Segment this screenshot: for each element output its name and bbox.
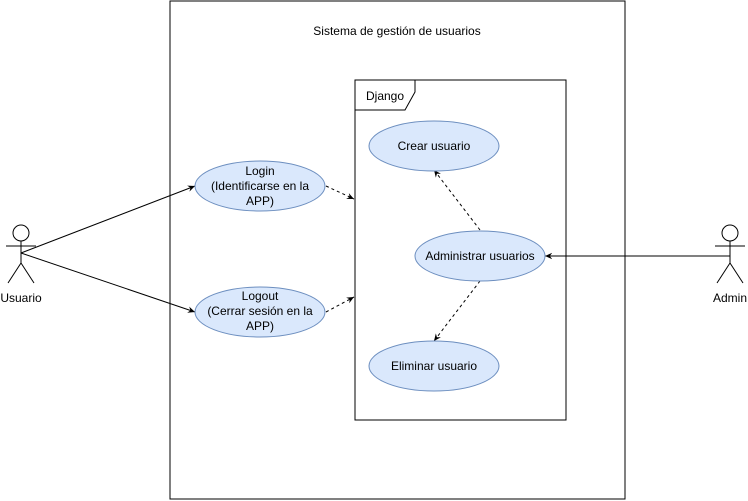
dependency-logout-django [325, 296, 355, 313]
dependency-administrar-crear [433, 169, 481, 231]
actor-admin-label: Admin [713, 291, 747, 305]
actor-usuario-label: Usuario [0, 291, 42, 305]
use-case-login-line1: Login [245, 164, 274, 178]
use-case-logout[interactable]: Logout (Cerrar sesión en la APP) [194, 286, 326, 338]
actor-admin[interactable] [715, 224, 745, 284]
system-title: Sistema de gestión de usuarios [313, 24, 480, 38]
association-usuario-login [20, 185, 196, 254]
use-case-login-line3: APP) [246, 194, 274, 208]
django-package-tab [355, 79, 416, 111]
dependency-administrar-eliminar [433, 280, 481, 342]
use-case-crear-usuario-label: Crear usuario [398, 139, 471, 153]
use-case-administrar-usuarios-label: Administrar usuarios [425, 249, 534, 263]
use-case-crear-usuario[interactable]: Crear usuario [368, 120, 500, 172]
association-usuario-logout [20, 252, 196, 313]
use-case-eliminar-usuario[interactable]: Eliminar usuario [368, 340, 500, 392]
use-case-logout-line1: Logout [242, 289, 279, 303]
use-case-login-line2: (Identificarse en la [211, 179, 309, 193]
use-case-logout-line2: (Cerrar sesión en la [207, 304, 313, 318]
django-package-label: Django [366, 89, 404, 103]
use-case-administrar-usuarios[interactable]: Administrar usuarios [414, 230, 546, 282]
use-case-logout-line3: APP) [246, 319, 274, 333]
use-case-eliminar-usuario-label: Eliminar usuario [391, 359, 477, 373]
dependency-login-django [325, 185, 355, 200]
use-case-login[interactable]: Login (Identificarse en la APP) [194, 160, 326, 212]
actor-usuario[interactable] [6, 224, 36, 284]
